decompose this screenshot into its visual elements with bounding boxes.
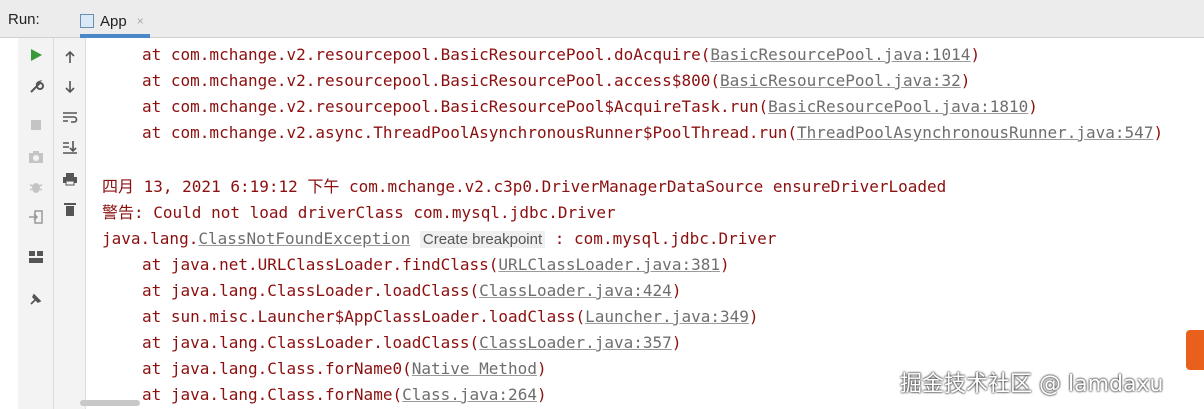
log-header-line: 四月 13, 2021 6:19:12 下午 com.mchange.v2.c3… xyxy=(102,177,947,196)
trash-icon[interactable] xyxy=(58,198,82,220)
arrow-down-icon[interactable] xyxy=(58,76,82,98)
trace-method: at java.lang.ClassLoader.loadClass( xyxy=(142,281,480,300)
camera-icon[interactable] xyxy=(24,146,48,168)
stack-trace-line: at java.lang.ClassLoader.loadClass(Class… xyxy=(102,330,681,356)
run-tool-window-header: Run: App × xyxy=(0,0,1204,38)
soft-wrap-icon[interactable] xyxy=(58,106,82,128)
source-link[interactable]: Launcher.java:349 xyxy=(585,307,749,326)
trace-suffix: ) xyxy=(960,71,971,90)
stack-trace-line: at java.lang.Class.forName0(Native Metho… xyxy=(102,356,547,382)
close-icon[interactable]: × xyxy=(136,14,144,28)
run-label: Run: xyxy=(8,11,40,28)
exception-message: : com.mysql.jdbc.Driver xyxy=(545,229,777,248)
source-link[interactable]: URLClassLoader.java:381 xyxy=(498,255,720,274)
print-icon[interactable] xyxy=(58,168,82,190)
exception-class-link[interactable]: ClassNotFoundException xyxy=(198,229,411,248)
trace-suffix: ) xyxy=(671,281,682,300)
trace-suffix: ) xyxy=(719,255,730,274)
trace-method: at java.net.URLClassLoader.findClass( xyxy=(142,255,499,274)
trace-suffix: ) xyxy=(1153,123,1164,142)
wrench-icon[interactable] xyxy=(24,76,48,98)
debug-bug-icon[interactable] xyxy=(24,176,48,198)
trace-suffix: ) xyxy=(1028,97,1038,116)
run-toolbar xyxy=(18,38,54,409)
trace-method: at com.mchange.v2.async.ThreadPoolAsynch… xyxy=(142,123,798,142)
trace-method: at java.lang.ClassLoader.loadClass( xyxy=(142,333,480,352)
stack-trace-line: at com.mchange.v2.resourcepool.BasicReso… xyxy=(102,94,1038,120)
stack-trace-line: at com.mchange.v2.resourcepool.BasicReso… xyxy=(102,42,980,68)
trace-method: at java.lang.Class.forName0( xyxy=(142,359,412,378)
tab-active-indicator xyxy=(80,34,150,38)
warning-line: 警告: Could not load driverClass com.mysql… xyxy=(102,203,616,222)
source-link[interactable]: BasicResourcePool.java:1014 xyxy=(710,45,971,64)
console-output[interactable]: at com.mchange.v2.resourcepool.BasicReso… xyxy=(86,38,1204,409)
trace-suffix: ) xyxy=(536,359,547,378)
stop-icon[interactable] xyxy=(24,114,48,136)
juejin-badge-icon xyxy=(1186,330,1204,370)
login-icon[interactable] xyxy=(24,206,48,228)
trace-suffix: ) xyxy=(748,307,759,326)
layout-icon[interactable] xyxy=(24,246,48,268)
trace-method: at com.mchange.v2.resourcepool.BasicReso… xyxy=(142,97,769,116)
tab-app[interactable]: App × xyxy=(80,4,154,38)
trace-method: at sun.misc.Launcher$AppClassLoader.load… xyxy=(142,307,586,326)
stack-trace-line: at com.mchange.v2.resourcepool.BasicReso… xyxy=(102,68,970,94)
exception-package: java.lang. xyxy=(102,229,199,248)
source-link[interactable]: ClassLoader.java:357 xyxy=(479,333,672,352)
trace-suffix: ) xyxy=(671,333,682,352)
create-breakpoint-button[interactable]: Create breakpoint xyxy=(419,231,546,248)
scroll-to-end-icon[interactable] xyxy=(58,136,82,158)
source-link[interactable]: Native Method xyxy=(411,359,537,378)
trace-method: at java.lang.Class.forName( xyxy=(142,385,403,404)
pin-icon[interactable] xyxy=(24,288,48,310)
stack-trace-line: at com.mchange.v2.async.ThreadPoolAsynch… xyxy=(102,120,1163,146)
stack-trace-line: at java.lang.Class.forName(Class.java:26… xyxy=(102,382,547,408)
stack-trace-line: at java.lang.ClassLoader.loadClass(Class… xyxy=(102,278,681,304)
exception-line: java.lang.ClassNotFoundException Create … xyxy=(102,226,776,252)
run-icon[interactable] xyxy=(24,44,48,66)
console-toolbar xyxy=(54,38,86,409)
horizontal-scrollbar[interactable] xyxy=(80,400,140,406)
trace-suffix: ) xyxy=(970,45,981,64)
application-icon xyxy=(80,14,94,28)
trace-method: at com.mchange.v2.resourcepool.BasicReso… xyxy=(142,71,720,90)
stack-trace-line: at java.net.URLClassLoader.findClass(URL… xyxy=(102,252,730,278)
trace-suffix: ) xyxy=(536,385,547,404)
stack-trace-line: at sun.misc.Launcher$AppClassLoader.load… xyxy=(102,304,759,330)
trace-method: at com.mchange.v2.resourcepool.BasicReso… xyxy=(142,45,711,64)
source-link[interactable]: BasicResourcePool.java:1810 xyxy=(768,97,1029,116)
arrow-up-icon[interactable] xyxy=(58,46,82,68)
watermark: 掘金技术社区 @ lamdaxu xyxy=(900,372,1164,397)
source-link[interactable]: ClassLoader.java:424 xyxy=(479,281,672,300)
source-link[interactable]: Class.java:264 xyxy=(402,385,537,404)
source-link[interactable]: ThreadPoolAsynchronousRunner.java:547 xyxy=(797,123,1154,142)
tab-app-label: App xyxy=(100,12,127,30)
source-link[interactable]: BasicResourcePool.java:32 xyxy=(719,71,961,90)
